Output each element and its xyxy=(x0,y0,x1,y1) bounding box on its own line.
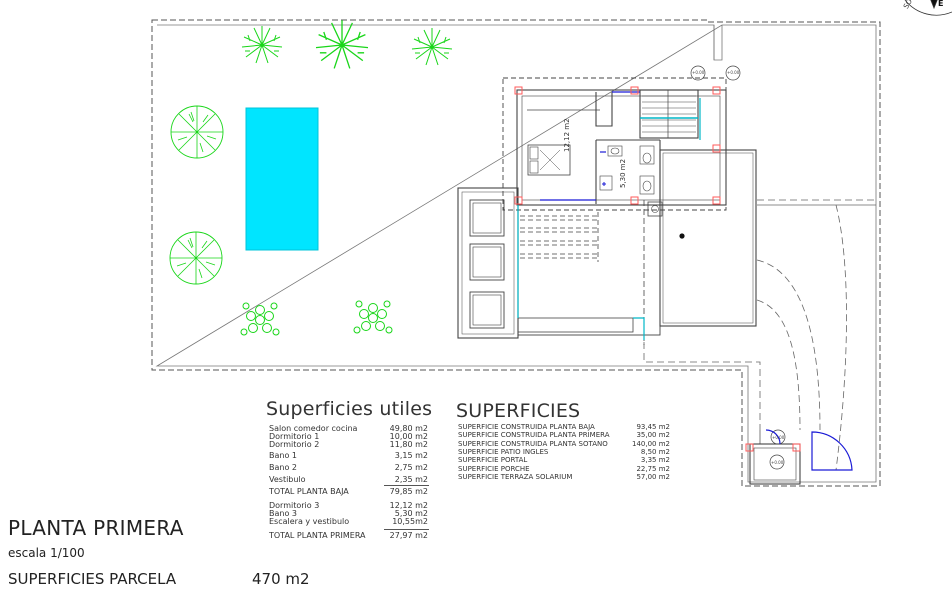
superficies-row-label: SUPERFICIE CONSTRUIDA PLANTA SOTANO xyxy=(458,439,608,448)
plot-area-value: 470 m2 xyxy=(252,570,310,588)
utiles-row-value: 3,15 m2 xyxy=(394,451,428,460)
utiles-row-value: 10,00 m2 xyxy=(389,432,428,441)
utiles-row-value: 79,85 m2 xyxy=(389,487,428,496)
superficies-row-label: SUPERFICIE TERRAZA SOLARIUM xyxy=(458,472,573,481)
circle-label-2: +0.00 xyxy=(727,70,740,75)
utiles-row-label: Bano 1 xyxy=(269,451,297,460)
utiles-row-value: 12,12 m2 xyxy=(389,501,428,510)
utiles-row-value: 11,80 m2 xyxy=(389,440,428,449)
superficies-row-label: SUPERFICIE PORCHE xyxy=(458,464,530,473)
superficies-row-value: 140,00 m2 xyxy=(632,439,670,448)
stair-marker xyxy=(602,182,606,186)
plot-area-label: SUPERFICIES PARCELA xyxy=(8,570,177,588)
superficies-row-value: 93,45 m2 xyxy=(636,423,670,431)
utiles-heading: Superficies utiles xyxy=(266,398,433,420)
utiles-row-label: Salon comedor cocina xyxy=(269,424,358,433)
column-markers xyxy=(514,86,801,452)
plot-inner-line xyxy=(155,24,877,483)
total-rule xyxy=(384,529,429,530)
terrace-drain xyxy=(679,233,685,239)
utiles-row-label: TOTAL PLANTA PRIMERA xyxy=(269,531,366,540)
dorm-area-label: 12,12 m2 xyxy=(563,118,571,152)
circle-label-3: +0.00 xyxy=(771,460,784,465)
total-rule xyxy=(384,485,429,486)
utiles-row-label: Dormitorio 1 xyxy=(269,432,320,441)
utiles-row-value: 10,55m2 xyxy=(392,517,428,526)
superficies-row-value: 3,35 m2 xyxy=(640,456,670,465)
superficies-row-label: SUPERFICIE CONSTRUIDA PLANTA PRIMERA xyxy=(458,431,610,440)
superficies-row-label: SUPERFICIE PORTAL xyxy=(458,456,528,465)
bath-area-label: 5,30 m2 xyxy=(619,158,627,188)
pool xyxy=(245,107,319,251)
house-walls xyxy=(457,65,801,485)
driveway-curves xyxy=(643,199,876,471)
utiles-row-label: Dormitorio 3 xyxy=(269,501,320,510)
utiles-row-label: Escalera y vestibulo xyxy=(269,517,350,526)
compass-east: E xyxy=(938,0,944,8)
north-compass xyxy=(904,0,952,16)
utiles-row-value: 49,80 m2 xyxy=(389,424,428,433)
superficies-row-label: SUPERFICIE PATIO INGLES xyxy=(458,447,549,456)
plot-boundary xyxy=(151,19,881,487)
utiles-row-label: TOTAL PLANTA BAJA xyxy=(269,487,349,496)
utiles-row-value: 27,97 m2 xyxy=(389,531,428,540)
superficies-row-value: 35,00 m2 xyxy=(636,431,670,440)
utiles-row-value: 5,30 m2 xyxy=(394,509,428,518)
utiles-row-value: 2,75 m2 xyxy=(394,463,428,472)
plan-title: PLANTA PRIMERA xyxy=(8,516,184,540)
circle-label-1: +0.00 xyxy=(692,70,705,75)
utiles-row-label: Bano 3 xyxy=(269,509,297,518)
utiles-row-label: Bano 2 xyxy=(269,463,297,472)
superficies-row-value: 22,75 m2 xyxy=(636,464,670,473)
superficies-row-label: SUPERFICIE CONSTRUIDA PLANTA BAJA xyxy=(458,423,595,431)
plan-scale: escala 1/100 xyxy=(8,546,85,560)
superficies-row-value: 8,50 m2 xyxy=(640,447,670,456)
utiles-row-label: Dormitorio 2 xyxy=(269,440,320,449)
superficies-row-value: 57,00 m2 xyxy=(636,472,670,481)
utiles-row-label: Vestibulo xyxy=(269,475,306,484)
utiles-row-value: 2,35 m2 xyxy=(394,475,428,484)
superficies-heading: SUPERFICIES xyxy=(456,400,581,422)
accent-lines xyxy=(517,91,853,471)
circle-label-4: +0.00 xyxy=(772,435,785,440)
